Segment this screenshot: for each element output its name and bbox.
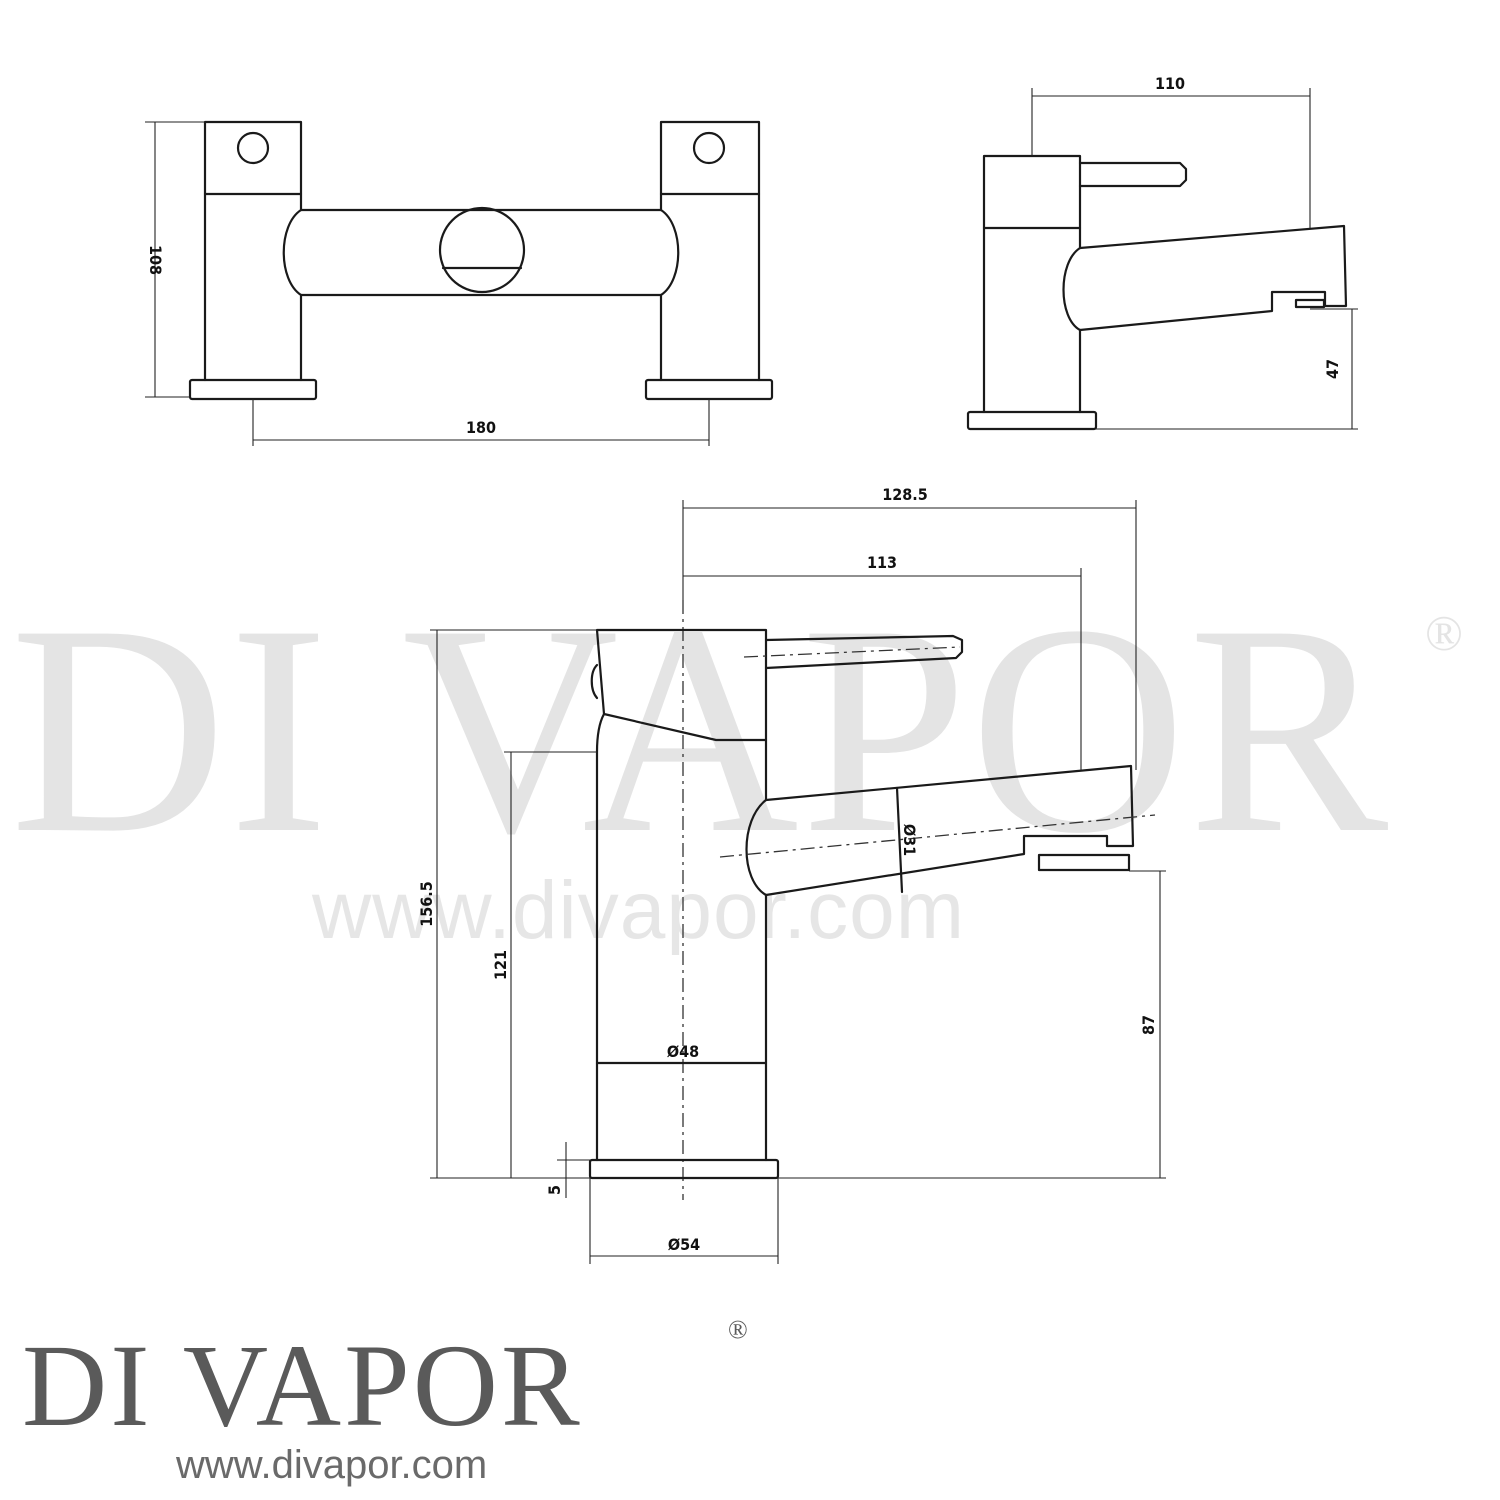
main-spout-depth-dimension: 113 xyxy=(683,553,1082,770)
watermark-brand: DI VAPOR xyxy=(10,563,1390,895)
side-depth-dimension: 110 xyxy=(1031,74,1311,228)
watermark: DI VAPOR ® www.divapor.com xyxy=(10,563,1463,956)
side-spout-height-label: 47 xyxy=(1323,359,1342,379)
front-bridge-left-cap xyxy=(282,208,303,297)
main-spout-outlet-height-dimension: 87 xyxy=(778,870,1166,1179)
main-spout-axis xyxy=(719,814,1156,858)
watermark-registered-mark: ® xyxy=(1425,605,1463,661)
side-body xyxy=(982,226,1082,414)
main-aerator xyxy=(1037,853,1131,872)
side-spout-root xyxy=(1062,246,1082,332)
side-spout-height-dimension: 47 xyxy=(1096,308,1358,430)
main-base-diameter-dimension: Ø54 xyxy=(589,1178,779,1264)
main-lever-handle xyxy=(764,634,964,670)
main-body-diameter-label: Ø48 xyxy=(667,1042,699,1061)
front-right-indicator-icon xyxy=(692,131,726,165)
main-body-height-dimension: 121 xyxy=(491,751,597,1178)
side-view: 110 47 xyxy=(966,74,1358,431)
main-spout-outlet-height-label: 87 xyxy=(1139,1015,1158,1035)
main-spout-root xyxy=(745,798,768,897)
side-lever-handle xyxy=(1078,161,1188,188)
main-spout-diameter-label: Ø31 xyxy=(900,824,919,856)
main-base-thickness-label: 5 xyxy=(545,1185,564,1195)
main-overall-height-label: 156.5 xyxy=(417,881,436,927)
front-right-pillar-body xyxy=(659,192,761,382)
front-spout-outlet-icon xyxy=(438,206,526,294)
front-right-handle-head xyxy=(659,120,761,196)
main-spout xyxy=(764,764,1135,897)
front-view: 108 180 xyxy=(145,120,774,446)
main-lever-axis xyxy=(743,646,961,658)
main-spout-section-line xyxy=(895,786,904,894)
side-base xyxy=(966,410,1098,431)
main-base-thickness-dimension: 5 xyxy=(545,1142,590,1198)
logo-brand: DI VAPOR xyxy=(22,1320,583,1451)
front-left-handle-head xyxy=(203,120,303,196)
side-aerator xyxy=(1294,298,1326,309)
front-height-dimension: 108 xyxy=(145,121,205,398)
side-spout xyxy=(1078,224,1348,332)
front-left-base xyxy=(188,378,318,401)
side-depth-label: 110 xyxy=(1155,74,1185,93)
main-body-height-label: 121 xyxy=(491,950,510,980)
front-right-base xyxy=(644,378,774,401)
main-base xyxy=(588,1158,780,1180)
main-overall-depth-dimension: 128.5 xyxy=(682,485,1137,770)
brand-logo: DI VAPOR ® www.divapor.com xyxy=(22,1315,748,1487)
main-view: 128.5 113 156.5 121 87 Ø31 xyxy=(417,485,1166,1264)
logo-url: www.divapor.com xyxy=(175,1443,487,1487)
front-width-label: 180 xyxy=(466,418,496,437)
front-left-pillar-body xyxy=(203,192,303,382)
front-width-dimension: 180 xyxy=(252,399,710,446)
main-base-diameter-label: Ø54 xyxy=(668,1235,700,1254)
main-handle-head xyxy=(595,628,768,742)
front-left-indicator-icon xyxy=(236,131,270,165)
side-handle-head xyxy=(982,154,1082,230)
front-height-label: 108 xyxy=(146,245,165,275)
main-overall-height-dimension: 156.5 xyxy=(417,629,597,1179)
main-handle-cap xyxy=(590,663,599,700)
front-bridge-right-cap xyxy=(659,208,680,297)
logo-registered-mark: ® xyxy=(728,1315,748,1344)
main-overall-depth-label: 128.5 xyxy=(882,485,928,504)
main-spout-depth-label: 113 xyxy=(867,553,897,572)
